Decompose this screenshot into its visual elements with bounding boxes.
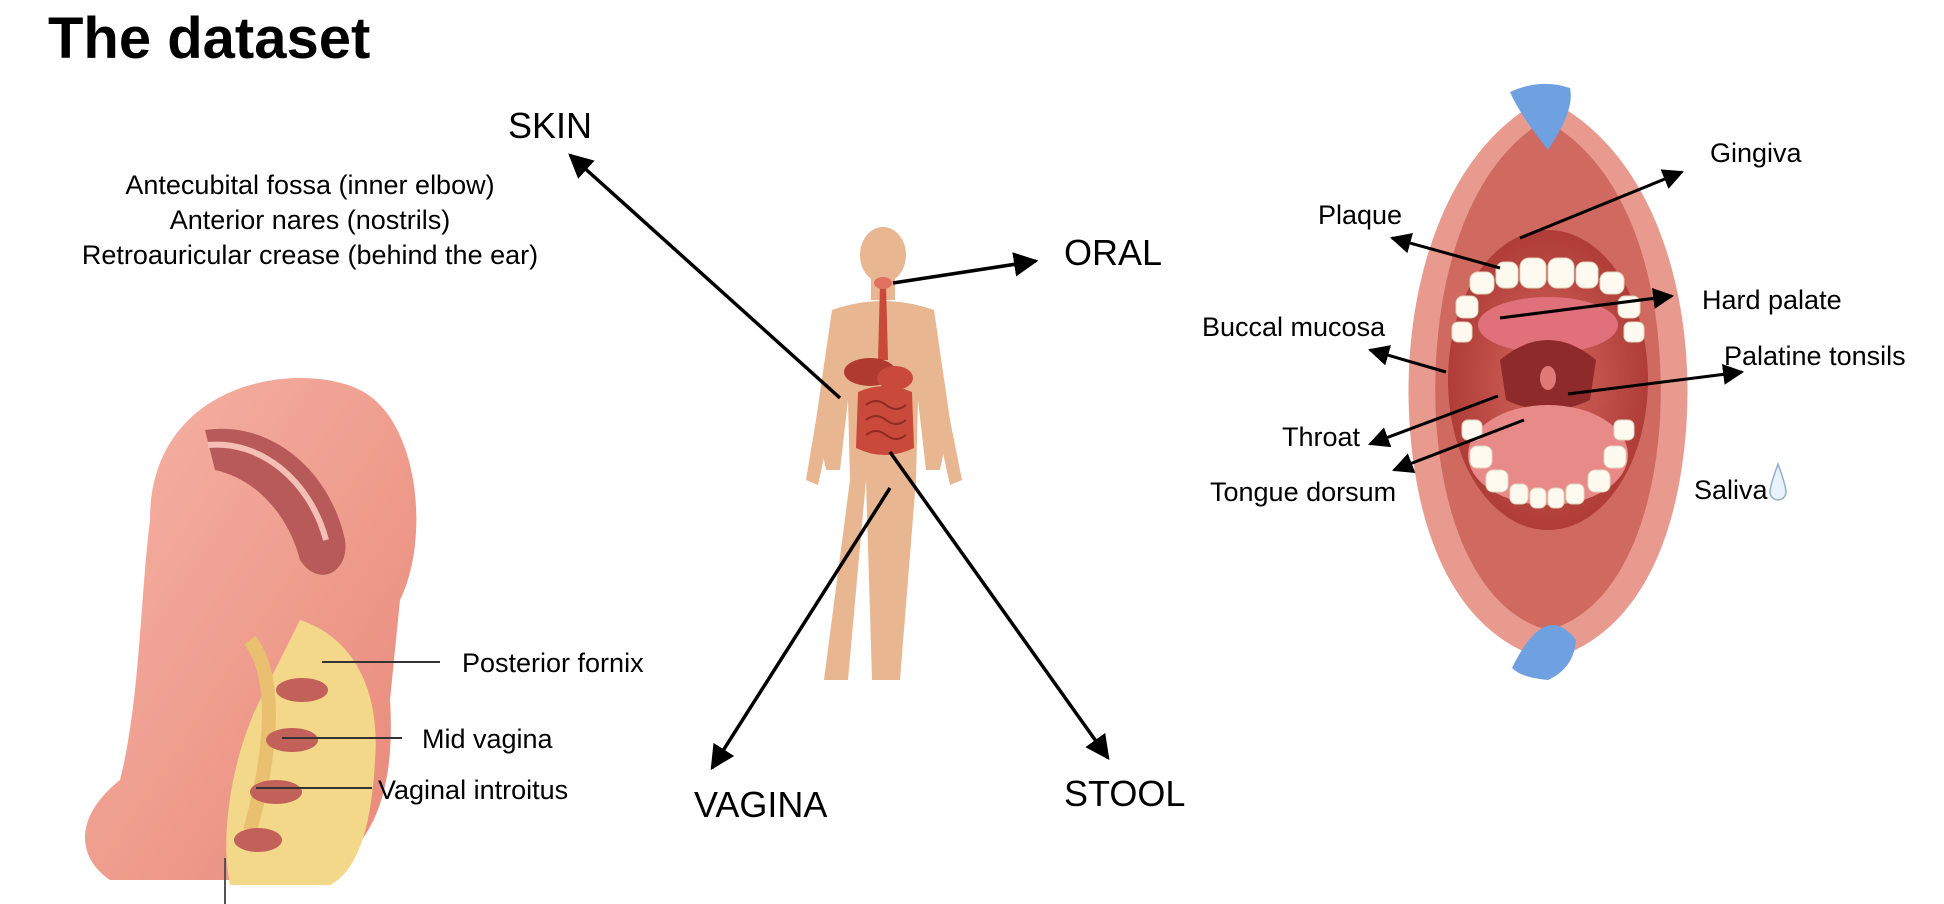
- vaginal-label-posterior-fornix: Posterior fornix: [462, 648, 644, 678]
- oral-label-tongue-dorsum: Tongue dorsum: [1210, 477, 1397, 507]
- oral-label-plaque: Plaque: [1318, 200, 1403, 230]
- vaginal-label-mid-vagina: Mid vagina: [422, 724, 553, 754]
- site-label-oral: ORAL: [1064, 232, 1163, 273]
- arrow-buccal-mucosa: [1367, 345, 1447, 374]
- arrow-to-stool: [888, 450, 1110, 760]
- site-label-stool: STOOL: [1064, 773, 1186, 814]
- skin-site-antecubital: Antecubital fossa (inner elbow): [125, 170, 495, 200]
- arrow-plaque: [1389, 232, 1501, 270]
- page-title: The dataset: [48, 6, 371, 71]
- arrow-hard-palate: [1499, 287, 1675, 320]
- saliva-drop-icon: [1769, 461, 1787, 501]
- site-label-vagina: VAGINA: [694, 784, 828, 825]
- vaginal-anatomy-illustration: [85, 377, 417, 904]
- oral-label-palatine-tonsils: Palatine tonsils: [1724, 341, 1906, 371]
- oral-label-throat: Throat: [1282, 422, 1361, 452]
- skin-site-retroauricular: Retroauricular crease (behind the ear): [81, 240, 539, 270]
- arrow-to-oral: [892, 252, 1039, 285]
- arrow-palatine-tonsils: [1567, 363, 1745, 396]
- human-body-figure: [806, 227, 962, 680]
- skin-sites-list: Antecubital fossa (inner elbow) Anterior…: [30, 168, 590, 273]
- arrow-to-vagina: [710, 487, 892, 771]
- oral-label-hard-palate: Hard palate: [1702, 285, 1842, 315]
- oral-label-saliva: Saliva: [1694, 475, 1768, 505]
- arrow-throat: [1368, 394, 1499, 448]
- vaginal-label-vaginal-introitus: Vaginal introitus: [378, 775, 569, 805]
- skin-site-nares: Anterior nares (nostrils): [169, 205, 451, 235]
- site-label-skin: SKIN: [508, 105, 593, 146]
- arrow-to-skin: [568, 153, 842, 400]
- oral-label-buccal-mucosa: Buccal mucosa: [1202, 312, 1386, 342]
- open-mouth-illustration: [1408, 83, 1688, 680]
- oral-label-gingiva: Gingiva: [1710, 138, 1802, 168]
- arrow-tongue-dorsum: [1392, 418, 1525, 474]
- arrow-gingiva: [1519, 169, 1684, 240]
